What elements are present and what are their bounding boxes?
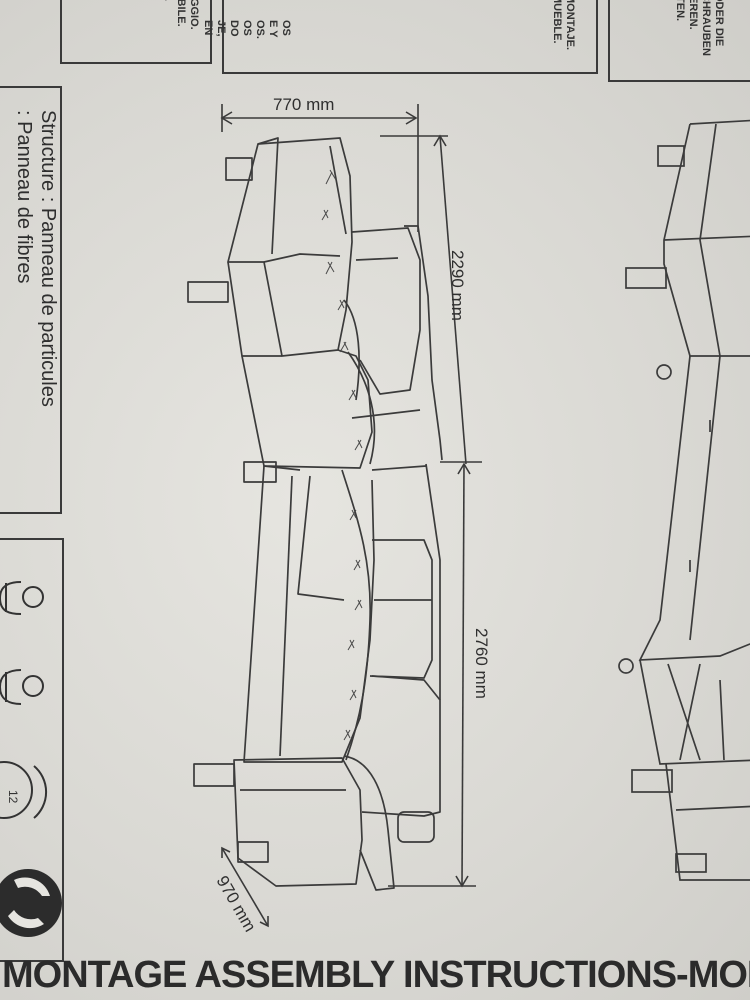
- corner-sofa-drawing: [187, 137, 443, 891]
- sofa-leg-1: [225, 157, 253, 181]
- tufting-marks: [321, 169, 363, 741]
- person-icon-1: [0, 581, 44, 615]
- recycle-icon: [0, 869, 62, 937]
- armrest-end: [233, 757, 363, 887]
- clock-icon: 12: [0, 761, 48, 819]
- dimension-depth-long-label: 2290 mm: [448, 250, 467, 321]
- dimension-depth-short-label: 970 mm: [213, 873, 260, 936]
- dimension-width-label: 770 mm: [273, 95, 334, 114]
- dimension-lines: [220, 104, 482, 928]
- clock-number: 12: [6, 790, 20, 804]
- info-box-italian: [60, 0, 212, 64]
- info-box-spanish: [222, 0, 598, 74]
- dimension-length-label: 2760 mm: [472, 628, 491, 699]
- chaise-frame: [227, 137, 353, 357]
- materials-box: [0, 86, 62, 514]
- sofa-bed-drawing: [618, 119, 750, 881]
- sofa-leg-3: [243, 461, 277, 483]
- info-box-german: [608, 0, 750, 82]
- sofa-leg-2: [187, 281, 229, 303]
- sofa-leg-5: [237, 841, 269, 863]
- sofa-leg-4: [193, 763, 235, 787]
- footer-banner: MONTAGE ASSEMBLY INSTRUCTIONS-MONTAGE: [0, 956, 750, 1000]
- person-icon-2: [0, 669, 44, 705]
- footer-title: MONTAGE ASSEMBLY INSTRUCTIONS-MONTAGE: [2, 956, 750, 996]
- care-icons-box: [0, 538, 64, 962]
- sofa-leg-6: [397, 811, 435, 843]
